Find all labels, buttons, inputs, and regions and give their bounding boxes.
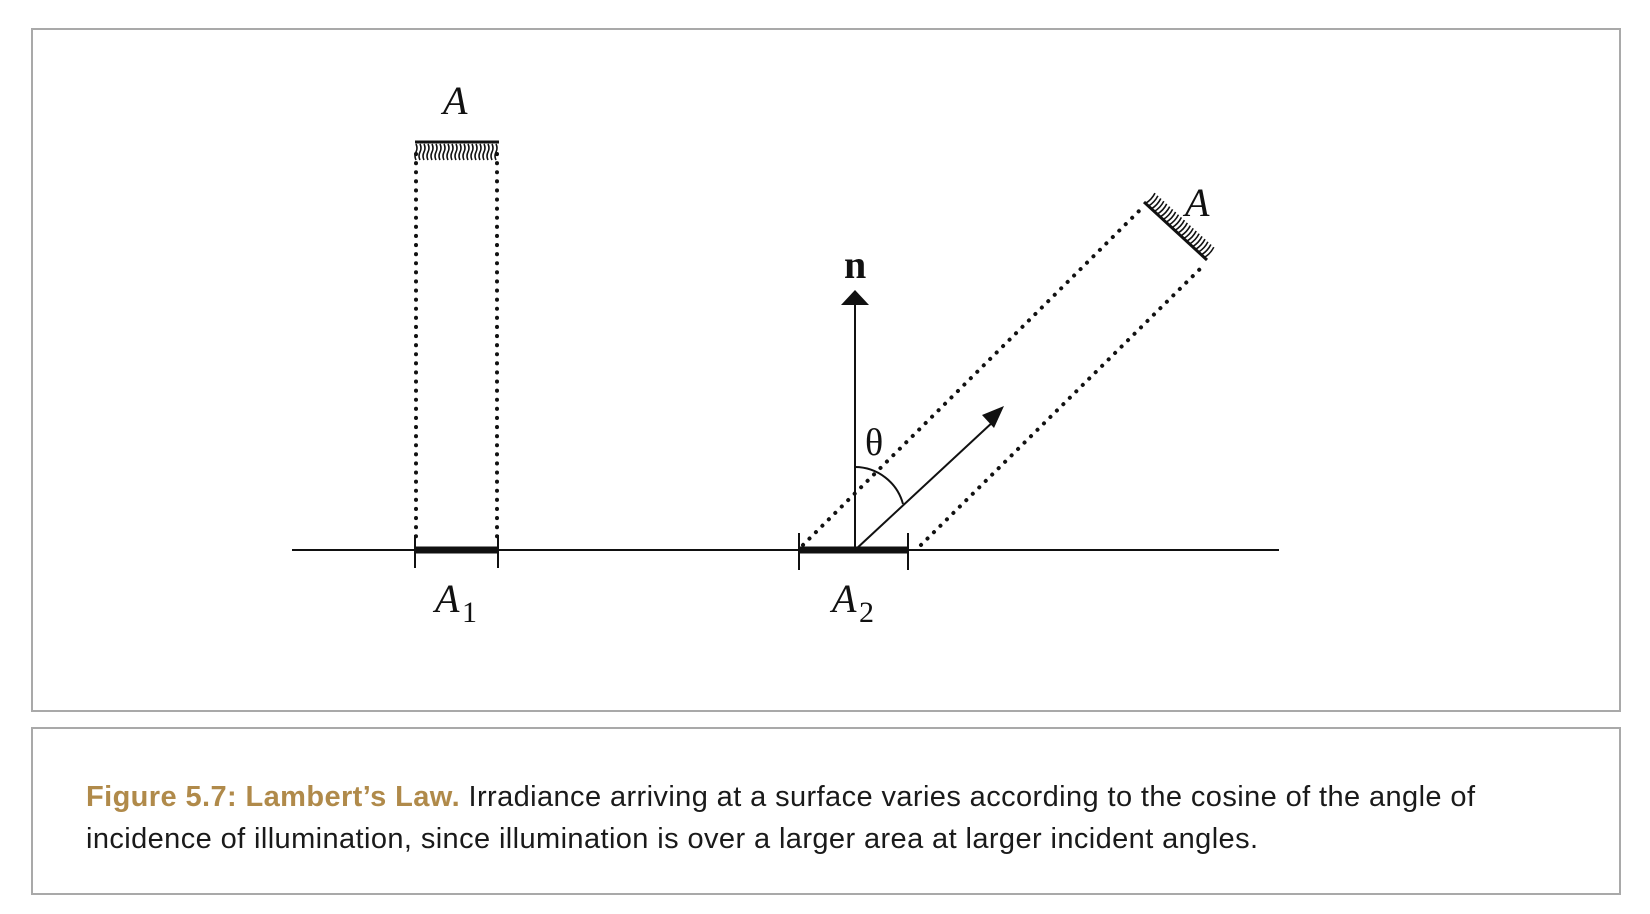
label-a2-subscript: 2 <box>859 596 874 629</box>
label-a2: A <box>829 576 857 621</box>
label-a1-subscript: 1 <box>462 596 477 629</box>
incident-arrowhead <box>982 406 1004 428</box>
caption-panel: Figure 5.7: Lambert’s Law. Irradiance ar… <box>31 727 1621 895</box>
label-a1: A <box>432 576 460 621</box>
area-a-top-hatch <box>414 140 499 161</box>
normal-arrowhead <box>841 290 869 305</box>
caption-label: Figure 5.7: Lambert’s Law. <box>86 781 461 813</box>
lambert-diagram: A A n θ A 1 A 2 <box>292 78 1279 629</box>
area-a-tilted-hatch <box>1142 192 1215 262</box>
label-area-top: A <box>440 78 468 123</box>
projection-a2-lower <box>919 266 1203 547</box>
caption-body: Irradiance arriving at a surface varies … <box>86 781 1476 855</box>
figure-caption: Figure 5.7: Lambert’s Law. Irradiance ar… <box>86 776 1586 860</box>
theta-arc <box>854 466 904 505</box>
label-theta: θ <box>865 422 883 464</box>
projection-a2-upper <box>801 208 1142 547</box>
label-area-tilted: A <box>1182 180 1210 225</box>
label-normal: n <box>844 242 866 287</box>
figure-panel: A A n θ A 1 A 2 <box>31 28 1621 712</box>
incident-vector <box>854 419 996 551</box>
